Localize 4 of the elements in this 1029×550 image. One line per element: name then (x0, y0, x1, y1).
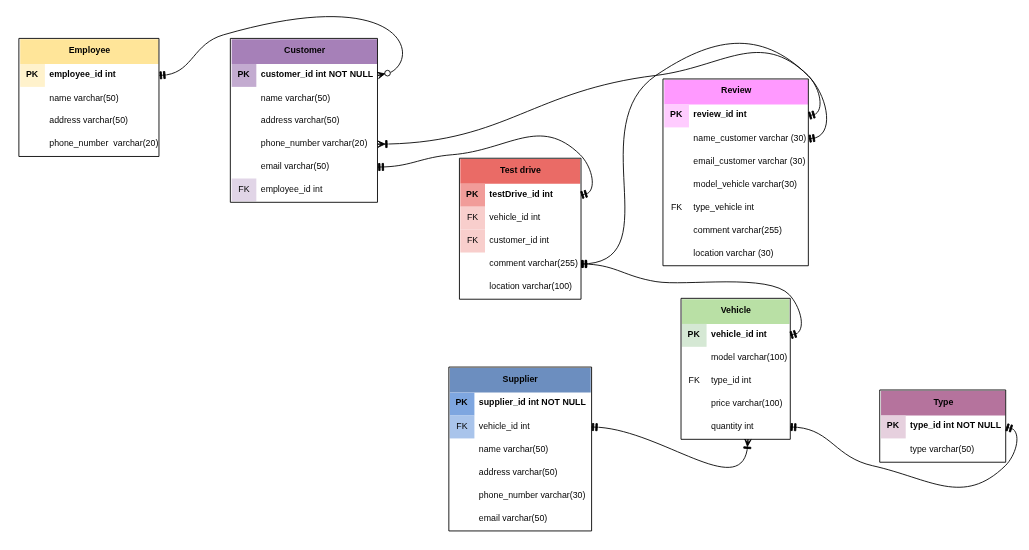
connector (158, 15, 403, 79)
connector (789, 422, 1018, 488)
connector (377, 135, 593, 199)
connector (377, 51, 821, 148)
